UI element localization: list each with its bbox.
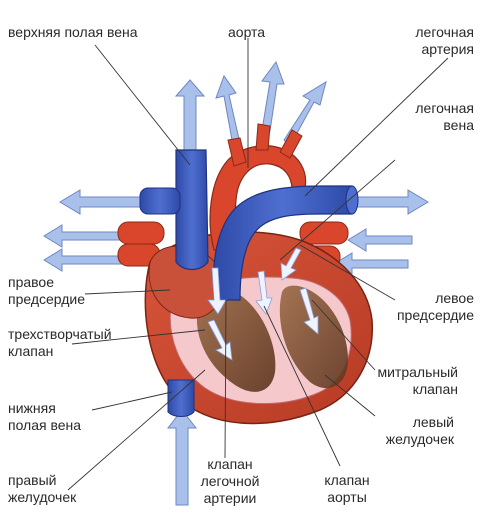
aorta-branch-3 (279, 129, 303, 159)
arrow-right-top (351, 189, 429, 215)
label-tricuspid-valve-line2: клапан (8, 343, 54, 359)
label-inferior-vena-cava-line2: полая вена (8, 417, 82, 433)
label-mitral-valve-line2: клапан (412, 381, 458, 397)
left-ventricle-muscle (279, 285, 348, 389)
label-tricuspid-valve-line1: трехстворчатый (8, 326, 112, 342)
inferior-vena-cava (167, 379, 195, 417)
label-aortic-valve-line1: клапан (324, 472, 370, 488)
arrow-left-top (59, 189, 141, 215)
arrow-up-svc (174, 79, 206, 151)
label-pulmonary-vein-line1: легочная (415, 100, 474, 116)
label-left-atrium-line1: левое (435, 290, 474, 306)
label-mitral-valve-line1: митральный (377, 364, 458, 380)
aorta-branch-2 (255, 123, 271, 151)
label-left-atrium-line2: предсердие (396, 307, 474, 323)
label-inferior-vena-cava-line1: нижняя (8, 400, 56, 416)
aorta-branch-1 (227, 137, 247, 167)
label-aortic-valve: клапан аорты (312, 472, 382, 506)
label-superior-vena-cava: верхняя полая вена (8, 24, 138, 40)
label-left-ventricle-line2: желудочек (385, 431, 454, 447)
label-pulmonary-valve-line1: клапан (207, 456, 253, 472)
label-pulmonary-vein: легочная вена (360, 100, 474, 134)
arrow-right-bot (333, 252, 409, 276)
label-aortic-valve-line2: аорты (327, 489, 367, 505)
label-left-atrium: левое предсердие (360, 290, 474, 324)
label-right-atrium-line2: предсердие (8, 291, 86, 307)
label-left-ventricle: левый желудочек (360, 414, 454, 448)
arrow-up-ivc (166, 409, 198, 506)
arrow-aorta-left (215, 74, 240, 141)
label-pulmonary-artery: легочная артерия (360, 24, 474, 58)
label-pulmonary-valve-line3: артерии (203, 490, 257, 506)
right-ventricle-muscle (196, 289, 276, 392)
label-pulmonary-vein-line2: вена (443, 117, 474, 133)
arrow-left-mid (43, 224, 125, 248)
label-left-ventricle-line1: левый (412, 414, 454, 430)
label-right-atrium-line1: правое (8, 274, 55, 290)
leader-lines (67, 38, 449, 491)
superior-vena-cava (175, 149, 209, 271)
arrow-left-bot (43, 248, 125, 272)
label-aorta: аорта (228, 24, 266, 40)
arrow-aorta-mid (261, 60, 285, 132)
label-pulmonary-artery-line2: артерия (421, 41, 475, 57)
label-inferior-vena-cava: нижняя полая вена (8, 400, 81, 434)
label-right-ventricle-line1: правый (8, 472, 57, 488)
label-tricuspid-valve: трехстворчатый клапан (8, 326, 112, 360)
label-mitral-valve: митральный клапан (360, 364, 458, 398)
label-right-ventricle-line2: желудочек (8, 489, 77, 505)
label-right-ventricle: правый желудочек (8, 472, 76, 506)
pulmonary-artery-left-branch (139, 187, 181, 215)
label-pulmonary-artery-line1: легочная (415, 24, 474, 40)
pulmonary-artery-right-end (345, 185, 359, 215)
label-pulmonary-valve: клапан легочной артерии (190, 456, 270, 507)
label-pulmonary-valve-line2: легочной (200, 473, 260, 489)
label-right-atrium: правое предсердие (8, 274, 85, 308)
arrow-right-mid (347, 228, 413, 252)
flow-arrows (43, 60, 429, 506)
